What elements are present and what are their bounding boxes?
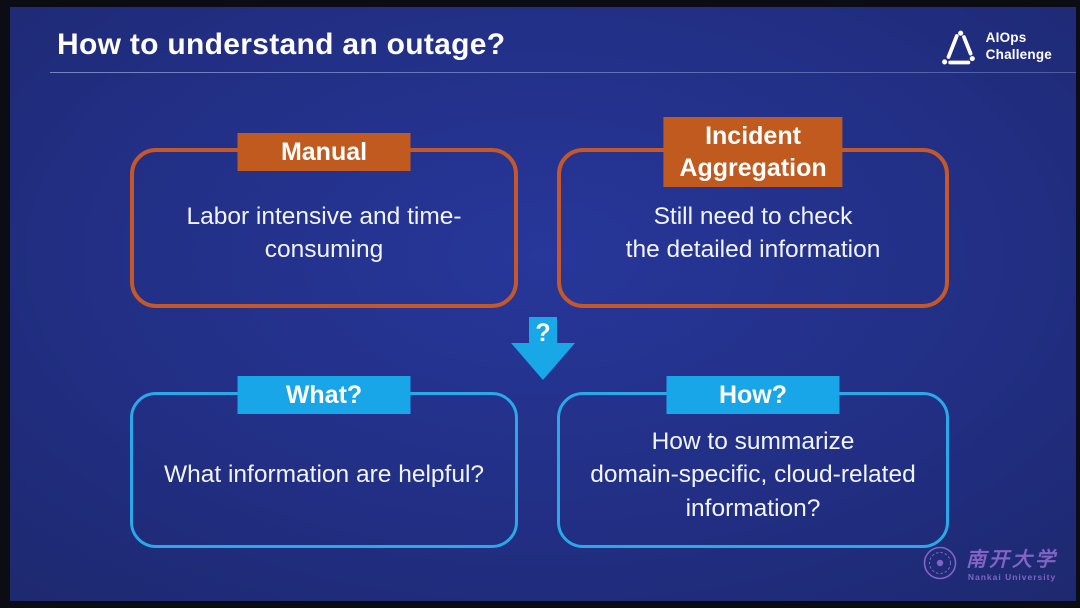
nankai-chinese-name: 南开大学 — [966, 548, 1058, 571]
what-box-body: What information are helpful? — [163, 461, 485, 489]
what-box-header: What? — [237, 376, 411, 414]
nankai-logo-text: 南开大学 Nankai University — [966, 550, 1058, 582]
question-down-arrow: ? — [510, 317, 576, 381]
aiops-logo-line1: AIOps — [985, 30, 1027, 46]
nankai-seal-icon — [922, 545, 958, 586]
incident-aggregation-box-body: Still need to check the detailed informa… — [625, 202, 881, 263]
how-box: How? How to summarize domain-specific, c… — [557, 376, 949, 548]
how-box-body: How to summarize domain-specific, cloud-… — [590, 428, 916, 522]
incident-aggregation-box: Incident Aggregation Still need to check… — [557, 117, 949, 308]
aiops-triangle-icon — [939, 26, 979, 68]
nankai-english-name: Nankai University — [967, 571, 1057, 582]
manual-box-body: Labor intensive and time- consuming — [186, 202, 462, 263]
aiops-logo-line2: Challenge — [985, 47, 1052, 62]
aiops-challenge-logo: AIOps Challenge — [939, 26, 1052, 68]
incident-aggregation-box-header: Incident Aggregation — [663, 117, 843, 187]
down-arrow-icon — [511, 317, 575, 380]
title-divider — [50, 72, 1076, 73]
manual-box: Manual Labor intensive and time- consumi… — [130, 133, 518, 308]
what-box: What? What information are helpful? — [130, 376, 518, 548]
how-box-header: How? — [666, 376, 840, 414]
page-title: How to understand an outage? — [57, 28, 506, 61]
question-mark-label: ? — [535, 319, 551, 347]
nankai-university-logo: 南开大学 Nankai University — [922, 545, 1058, 586]
manual-box-header: Manual — [237, 133, 411, 171]
aiops-logo-text: AIOps Challenge — [986, 30, 1052, 64]
